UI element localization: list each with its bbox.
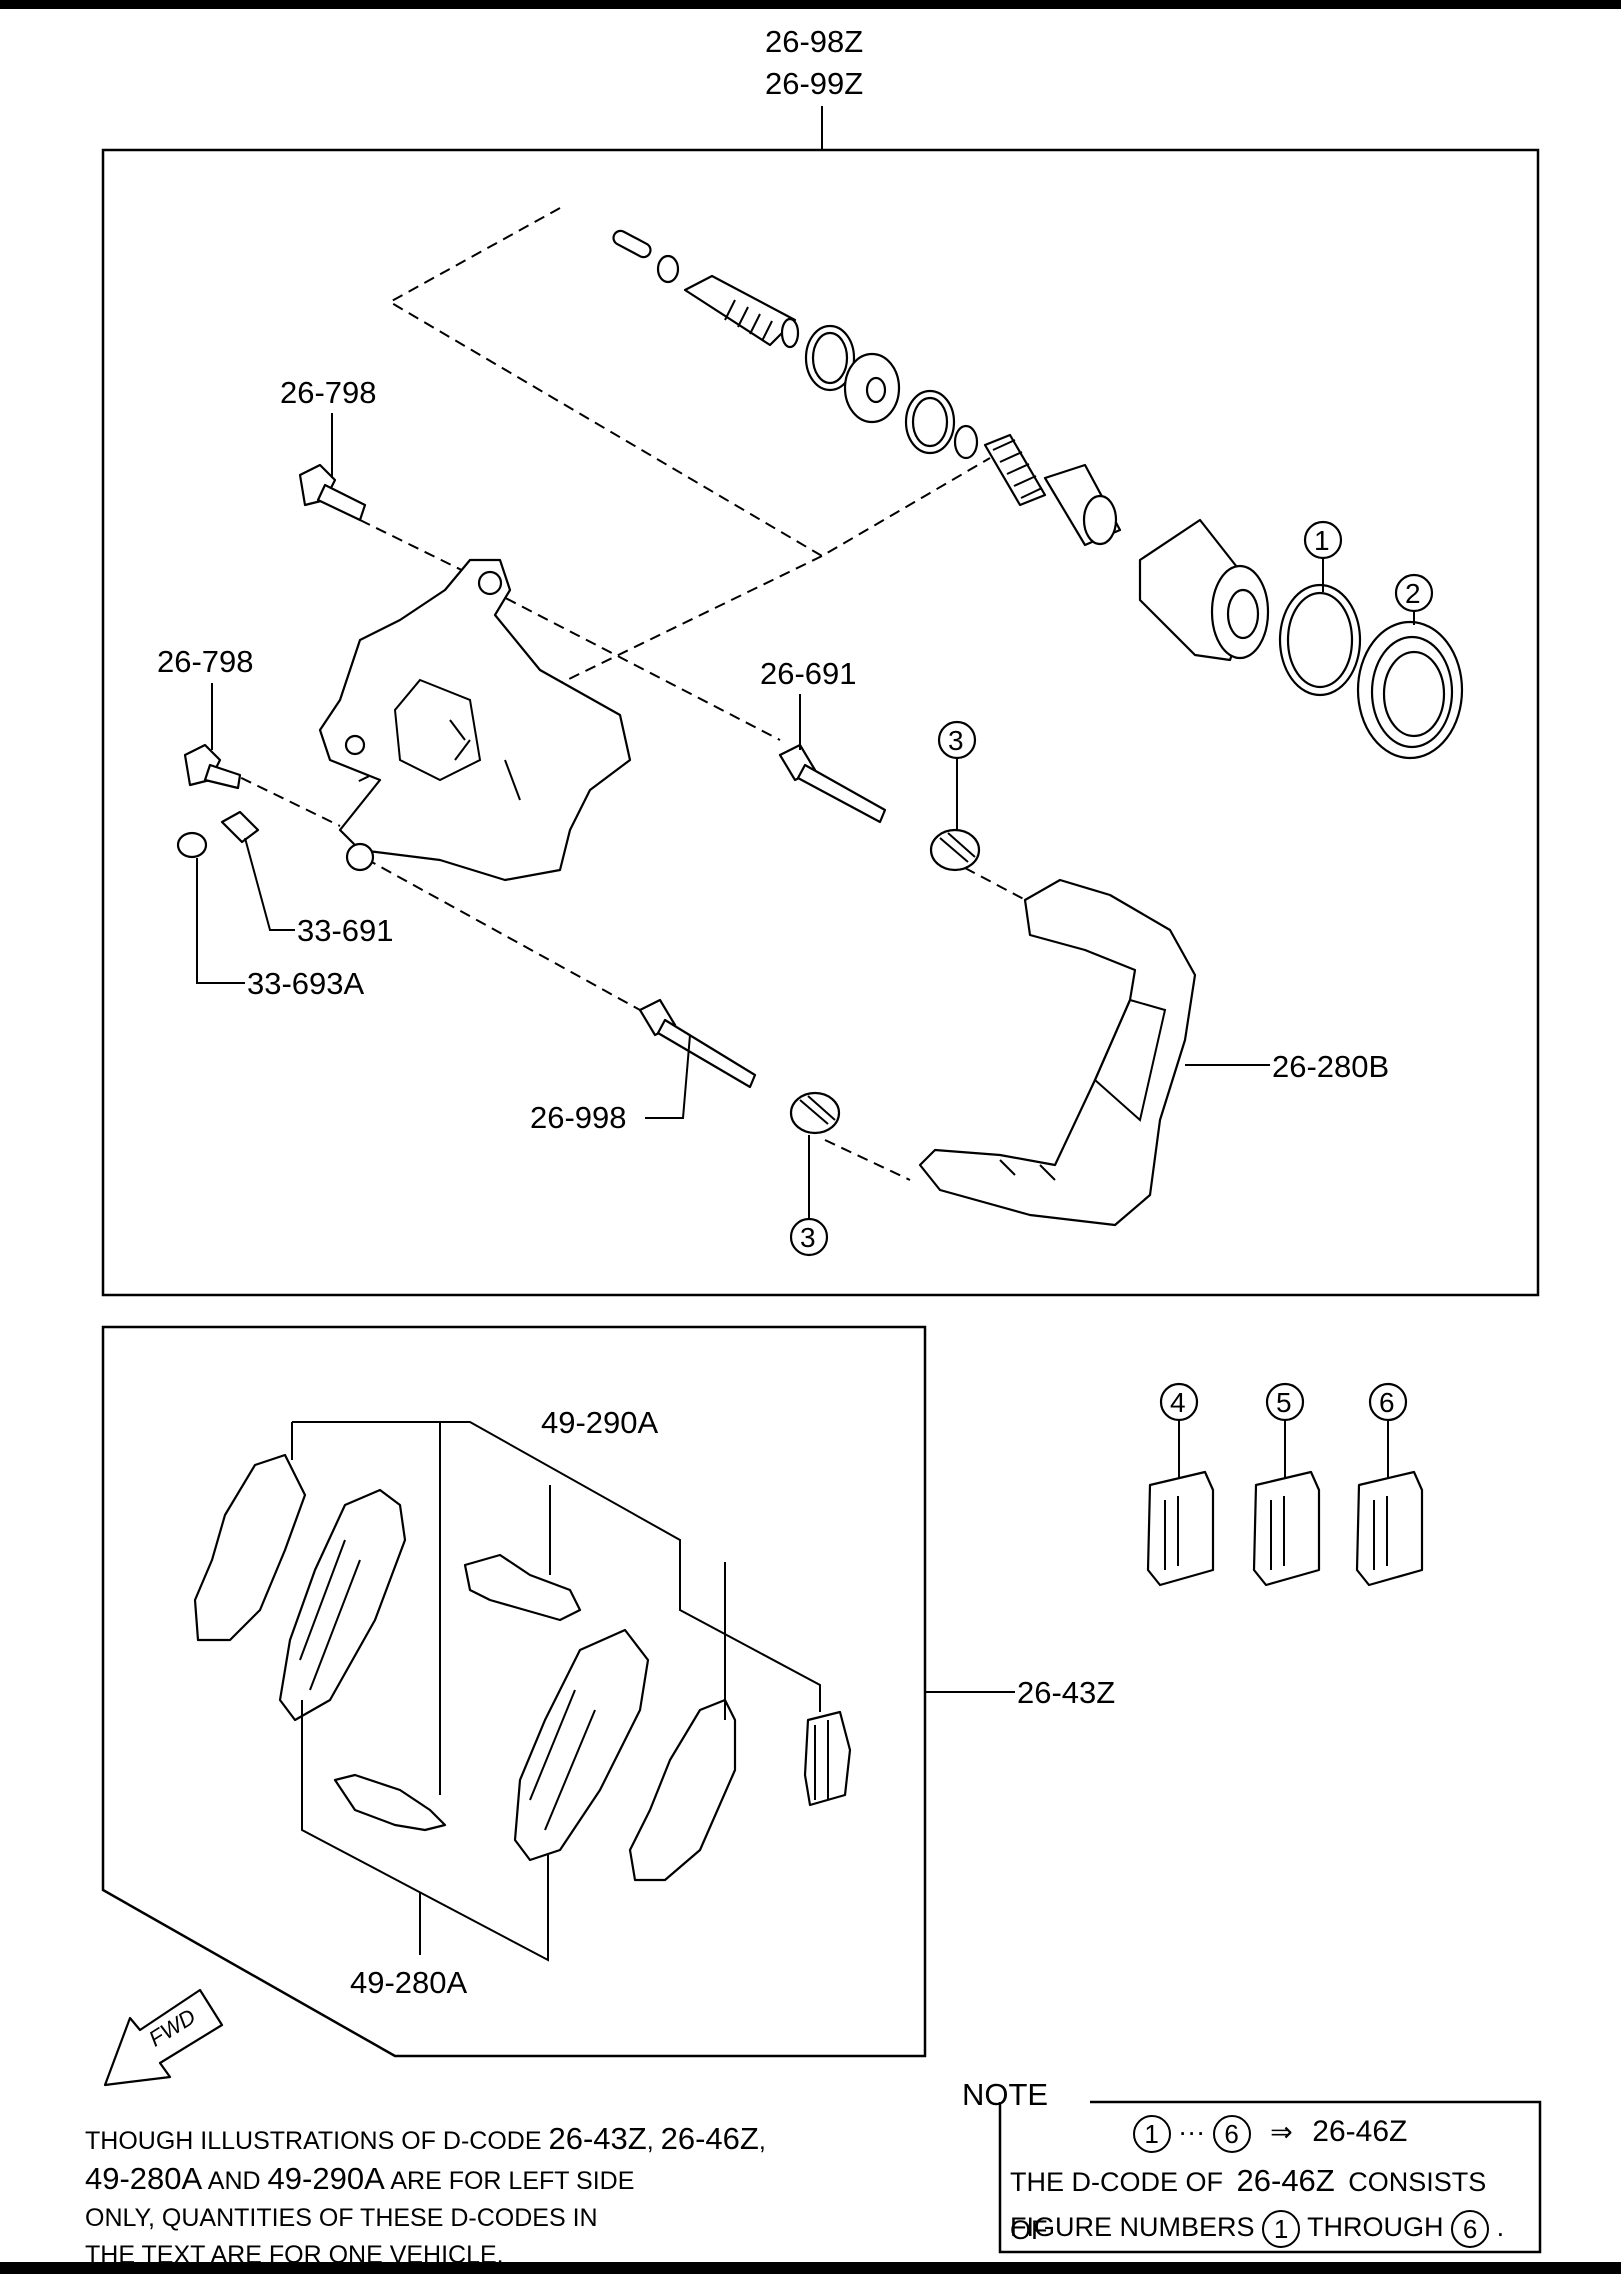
guide-pin-lower-part[interactable] [638, 998, 757, 1089]
note-frame [998, 2100, 1542, 2254]
footnote: THOUGH ILLUSTRATIONS OF D-CODE 26-43Z, 2… [85, 2120, 865, 2274]
pad-kit-frame [101, 1325, 927, 2058]
bleeder-cap-part[interactable] [176, 831, 208, 859]
callout-3-upper[interactable]: 3 [948, 725, 964, 756]
label-26-998[interactable]: 26-998 [530, 1100, 627, 1135]
callout-5[interactable]: 5 [1276, 1387, 1292, 1418]
guide-pin-upper-part[interactable] [778, 743, 887, 824]
pad-shim-part[interactable] [803, 1710, 852, 1807]
note-circle-1: 1 [1132, 2115, 1171, 2153]
note-line-2: THE D-CODE OF 26-46Z CONSISTS OF [1010, 2163, 1487, 2245]
label-49-280a[interactable]: 49-280A [350, 1965, 468, 2000]
anti-squeal-shim-outer-part[interactable] [193, 1453, 307, 1642]
footnote-code-26-43z: 26-43Z [548, 2121, 647, 2156]
callout-2[interactable]: 2 [1405, 578, 1421, 609]
shim-4-part[interactable] [1146, 1470, 1215, 1587]
o-ring-part[interactable] [953, 424, 979, 460]
dust-boot-part-2[interactable] [1356, 620, 1464, 760]
label-26-98z[interactable]: 26-98Z [765, 24, 863, 59]
caliper-body-part[interactable] [318, 558, 632, 882]
shim-5-part[interactable] [1252, 1470, 1321, 1587]
piston-seal-part-1[interactable] [1278, 583, 1362, 697]
note-code: 26-46Z [1312, 2115, 1408, 2149]
label-33-693a[interactable]: 33-693A [247, 966, 365, 1001]
shim-6-part[interactable] [1355, 1470, 1424, 1587]
bleeder-piston-rod-part[interactable] [683, 274, 800, 349]
note-line-1: 1 ··· 6 ⇒ 26-46Z [1010, 2115, 1530, 2157]
spring-part[interactable] [983, 433, 1047, 507]
label-26-691[interactable]: 26-691 [760, 656, 857, 691]
brake-pad-inner-part[interactable] [513, 1628, 650, 1862]
piston-part[interactable] [1138, 518, 1270, 662]
fwd-arrow-icon: FWD [103, 1988, 224, 2087]
footnote-line-2: 49-280A AND 49-290A ARE FOR LEFT SIDE [85, 2161, 635, 2196]
label-26-798-upper[interactable]: 26-798 [280, 375, 377, 410]
anti-squeal-shim-inner-part[interactable] [628, 1698, 737, 1882]
adjuster-sleeve-part[interactable] [1043, 463, 1122, 547]
note-content: 1 ··· 6 ⇒ 26-46Z THE D-CODE OF 26-46Z CO… [1010, 2115, 1530, 2249]
top-border-bar [0, 0, 1621, 9]
note-circle-1b: 1 [1262, 2209, 1301, 2248]
caliper-bolt-lower-part[interactable] [183, 743, 242, 790]
label-26-280b[interactable]: 26-280B [1272, 1049, 1389, 1084]
guide-pin-boot-small-part[interactable] [611, 228, 680, 284]
callout-6[interactable]: 6 [1379, 1387, 1395, 1418]
bottom-border-bar [0, 2262, 1621, 2274]
bleeder-screw-part[interactable] [220, 810, 260, 844]
washer-part[interactable] [843, 352, 901, 424]
note-circle-6b: 6 [1451, 2209, 1490, 2248]
footnote-code-26-46z: 26-46Z [660, 2121, 759, 2156]
brake-pad-outer-part[interactable] [278, 1488, 407, 1722]
callout-3-lower[interactable]: 3 [800, 1222, 816, 1253]
note-title: NOTE [962, 2077, 1048, 2112]
note-circle-6: 6 [1212, 2115, 1251, 2153]
footnote-line-3: ONLY, QUANTITIES OF THESE D-CODES IN [85, 2204, 598, 2232]
label-26-99z[interactable]: 26-99Z [765, 66, 863, 101]
caliper-bracket-part[interactable] [918, 878, 1197, 1227]
caliper-bolt-upper-part[interactable] [298, 463, 367, 522]
label-26-798-lower[interactable]: 26-798 [157, 644, 254, 679]
caliper-assembly-frame [101, 148, 1540, 1297]
pin-boot-lower-part[interactable] [789, 1091, 841, 1135]
footnote-line-4: THE TEXT ARE FOR ONE VEHICLE. [85, 2241, 504, 2269]
pad-clip-upper-part[interactable] [463, 1553, 582, 1622]
callout-4[interactable]: 4 [1170, 1387, 1186, 1418]
footnote-line-1: THOUGH ILLUSTRATIONS OF D-CODE 26-43Z, 2… [85, 2121, 766, 2156]
pin-boot-upper-part[interactable] [929, 828, 981, 872]
label-33-691[interactable]: 33-691 [297, 913, 394, 948]
pad-clip-lower-part[interactable] [333, 1773, 447, 1832]
label-26-43z[interactable]: 26-43Z [1017, 1675, 1115, 1710]
snap-ring-part[interactable] [804, 324, 856, 392]
note-line-3: FIGURE NUMBERS 1 THROUGH 6 . [1010, 2205, 1530, 2249]
label-49-290a[interactable]: 49-290A [541, 1405, 659, 1440]
retaining-ring-part[interactable] [904, 389, 956, 455]
callout-1[interactable]: 1 [1314, 525, 1330, 556]
